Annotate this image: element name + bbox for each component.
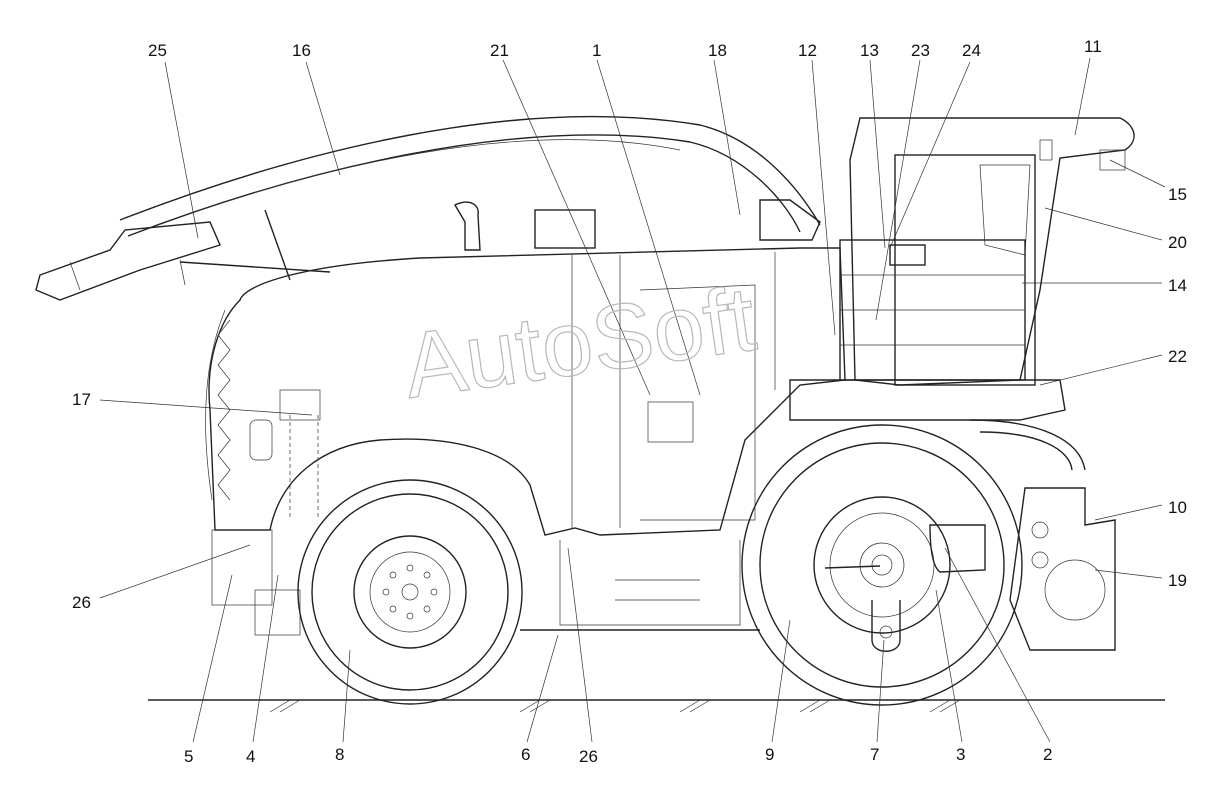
ground-line [148,699,1165,713]
callout-24: 24 [962,41,981,60]
callout-25: 25 [148,41,167,60]
callout-17: 17 [72,390,91,409]
callout-16: 16 [292,41,311,60]
callout-6: 6 [521,745,530,764]
callout-21: 21 [490,41,509,60]
front-attachment [969,419,1116,651]
front-wheel [741,424,1023,706]
callout-8: 8 [335,745,344,764]
callout-5: 5 [184,747,193,766]
callout-2: 2 [1043,745,1052,764]
callout-15: 15 [1168,185,1187,204]
callout-1: 1 [592,41,601,60]
callout-20: 20 [1168,233,1187,252]
callout-26-bottom: 26 [579,747,598,766]
callout-10: 10 [1168,498,1187,517]
rear-wheel [297,479,523,705]
harvester-body [205,201,846,636]
callout-13: 13 [860,41,879,60]
leader-lines [99,57,1166,743]
callout-9: 9 [765,745,774,764]
callout-4: 4 [246,747,255,766]
callout-12: 12 [798,41,817,60]
callout-18: 18 [708,41,727,60]
callout-26-left: 26 [72,593,91,612]
callout-22: 22 [1168,347,1187,366]
callout-11: 11 [1084,37,1102,56]
watermark: AutoSoft [398,268,762,418]
cab [789,117,1135,421]
callout-14: 14 [1168,276,1187,295]
discharge-spout [35,115,821,301]
callout-23: 23 [911,41,930,60]
callout-19: 19 [1168,571,1187,590]
callout-labels: 25 16 21 1 18 12 13 23 24 11 15 20 14 22… [72,37,1187,766]
callout-7: 7 [870,745,879,764]
callout-3: 3 [956,745,965,764]
